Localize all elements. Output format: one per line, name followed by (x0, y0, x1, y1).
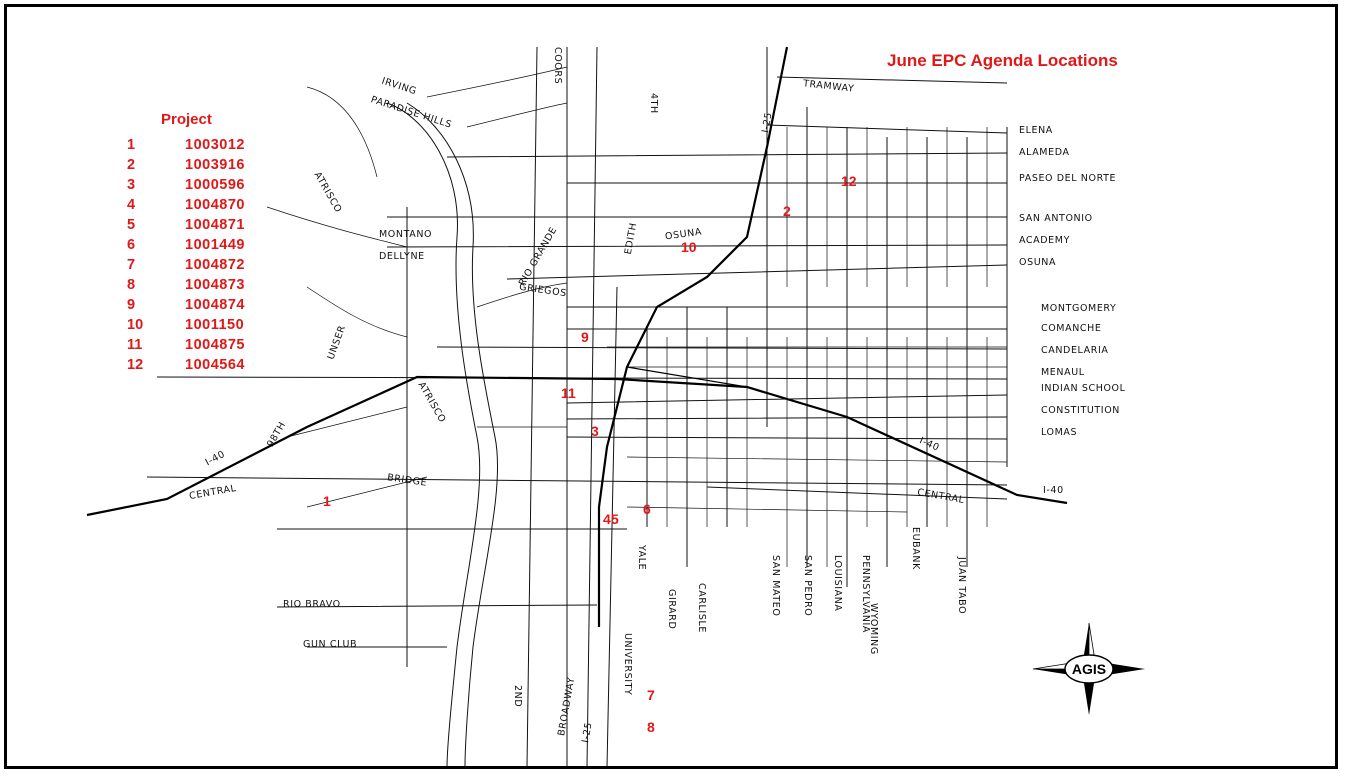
street-label-coors: COORS (552, 47, 563, 85)
legend-row: 4 1004870 (127, 197, 297, 217)
street-label-yale: YALE (636, 545, 647, 571)
river-bank-east (406, 102, 499, 766)
legend-row: 7 1004872 (127, 257, 297, 277)
river-bank-west (386, 102, 481, 766)
project-marker-4: 4 (603, 511, 611, 527)
legend-project-id: 1004870 (185, 197, 245, 213)
legend-row: 8 1004873 (127, 277, 297, 297)
legend-number: 4 (127, 197, 136, 213)
legend-row: 3 1000596 (127, 177, 297, 197)
legend-header: Project (161, 111, 212, 128)
street-label-elena: ELENA (1019, 125, 1053, 136)
street-label-osuna: OSUNA (1019, 257, 1057, 268)
legend-number: 12 (127, 357, 144, 373)
project-marker-10: 10 (681, 239, 697, 255)
project-marker-11: 11 (561, 385, 576, 401)
street-label-montano: MONTANO (379, 229, 433, 240)
legend-number: 10 (127, 317, 144, 333)
project-marker-5: 5 (611, 511, 619, 527)
street-label-dellyne: DELLYNE (379, 251, 425, 262)
street-map (86, 46, 1068, 766)
project-marker-6: 6 (643, 501, 651, 517)
legend-project-id: 1003012 (185, 137, 245, 153)
legend-number: 5 (127, 217, 136, 233)
street-label-paseo-del-norte: PASEO DEL NORTE (1019, 173, 1117, 184)
street-label-carlisle: CARLISLE (696, 583, 707, 633)
street-label-4th: 4TH (648, 93, 659, 114)
project-marker-3: 3 (591, 423, 599, 439)
legend-number: 8 (127, 277, 136, 293)
street-label-constitution: CONSTITUTION (1041, 405, 1120, 416)
legend-number: 9 (127, 297, 136, 313)
street-label-comanche: COMANCHE (1041, 323, 1102, 334)
street-label-san-antonio: SAN ANTONIO (1019, 213, 1093, 224)
project-marker-12: 12 (841, 173, 857, 189)
project-marker-1: 1 (323, 493, 331, 509)
legend-project-id: 1000596 (185, 177, 245, 193)
street-label-lomas: LOMAS (1041, 427, 1078, 438)
interstate-25 (597, 46, 789, 627)
legend-number: 6 (127, 237, 136, 253)
legend-number: 7 (127, 257, 136, 273)
legend-project-id: 1004564 (185, 357, 245, 373)
street-label-rio-bravo: RIO BRAVO (283, 599, 341, 610)
legend-project-id: 1001150 (185, 317, 245, 333)
legend-number: 3 (127, 177, 136, 193)
street-label-wyoming: WYOMING (868, 603, 879, 655)
street-label-candelaria: CANDELARIA (1041, 345, 1109, 356)
street-label-louisiana: LOUISIANA (832, 555, 843, 612)
street-label-alameda: ALAMEDA (1019, 147, 1070, 158)
street-label-2nd: 2ND (512, 685, 523, 708)
street-label-montgomery: MONTGOMERY (1041, 303, 1117, 314)
street-label-gun-club: GUN CLUB (303, 639, 358, 650)
street-label-university: UNIVERSITY (622, 633, 633, 696)
legend-row: 9 1004874 (127, 297, 297, 317)
legend-row: 11 1004875 (127, 337, 297, 357)
project-marker-9: 9 (581, 329, 589, 345)
project-marker-7: 7 (647, 687, 655, 703)
legend-project-id: 1004874 (185, 297, 245, 313)
compass-rose: AGIS (1032, 622, 1145, 715)
street-label-girard: GIRARD (666, 589, 677, 630)
legend-number: 1 (127, 137, 136, 153)
legend-project-id: 1003916 (185, 157, 245, 173)
street-label-menaul: MENAUL (1041, 367, 1085, 378)
street-label-i40: I-40 (1043, 485, 1064, 496)
street-label-san-pedro: SAN PEDRO (802, 555, 813, 617)
legend-number: 11 (127, 337, 143, 353)
legend-row: 5 1004871 (127, 217, 297, 237)
project-marker-8: 8 (647, 719, 655, 735)
street-label-indian-school: INDIAN SCHOOL (1041, 383, 1126, 394)
legend-number: 2 (127, 157, 136, 173)
street-label-san-mateo: SAN MATEO (770, 555, 781, 617)
legend-project-id: 1004875 (185, 337, 245, 353)
legend-row: 6 1001449 (127, 237, 297, 257)
street-label-eubank: EUBANK (910, 527, 921, 570)
interstate-40 (86, 375, 1068, 517)
street-label-academy: ACADEMY (1019, 235, 1070, 246)
legend-project-id: 1001449 (185, 237, 245, 253)
legend-project-id: 1004873 (185, 277, 245, 293)
legend-row: 12 1004564 (127, 357, 297, 377)
street-label-juan-tabo: JUAN TABO (956, 557, 967, 615)
legend-row: 10 1001150 (127, 317, 297, 337)
legend-project-id: 1004872 (185, 257, 245, 273)
compass-label: AGIS (1072, 661, 1106, 677)
legend-row: 2 1003916 (127, 157, 297, 177)
project-marker-2: 2 (783, 203, 791, 219)
legend-project-id: 1004871 (185, 217, 245, 233)
map-title: June EPC Agenda Locations (887, 51, 1118, 70)
map-frame: June EPC Agenda Locations Project 1 10030… (4, 4, 1338, 769)
legend-row: 1 1003012 (127, 137, 297, 157)
